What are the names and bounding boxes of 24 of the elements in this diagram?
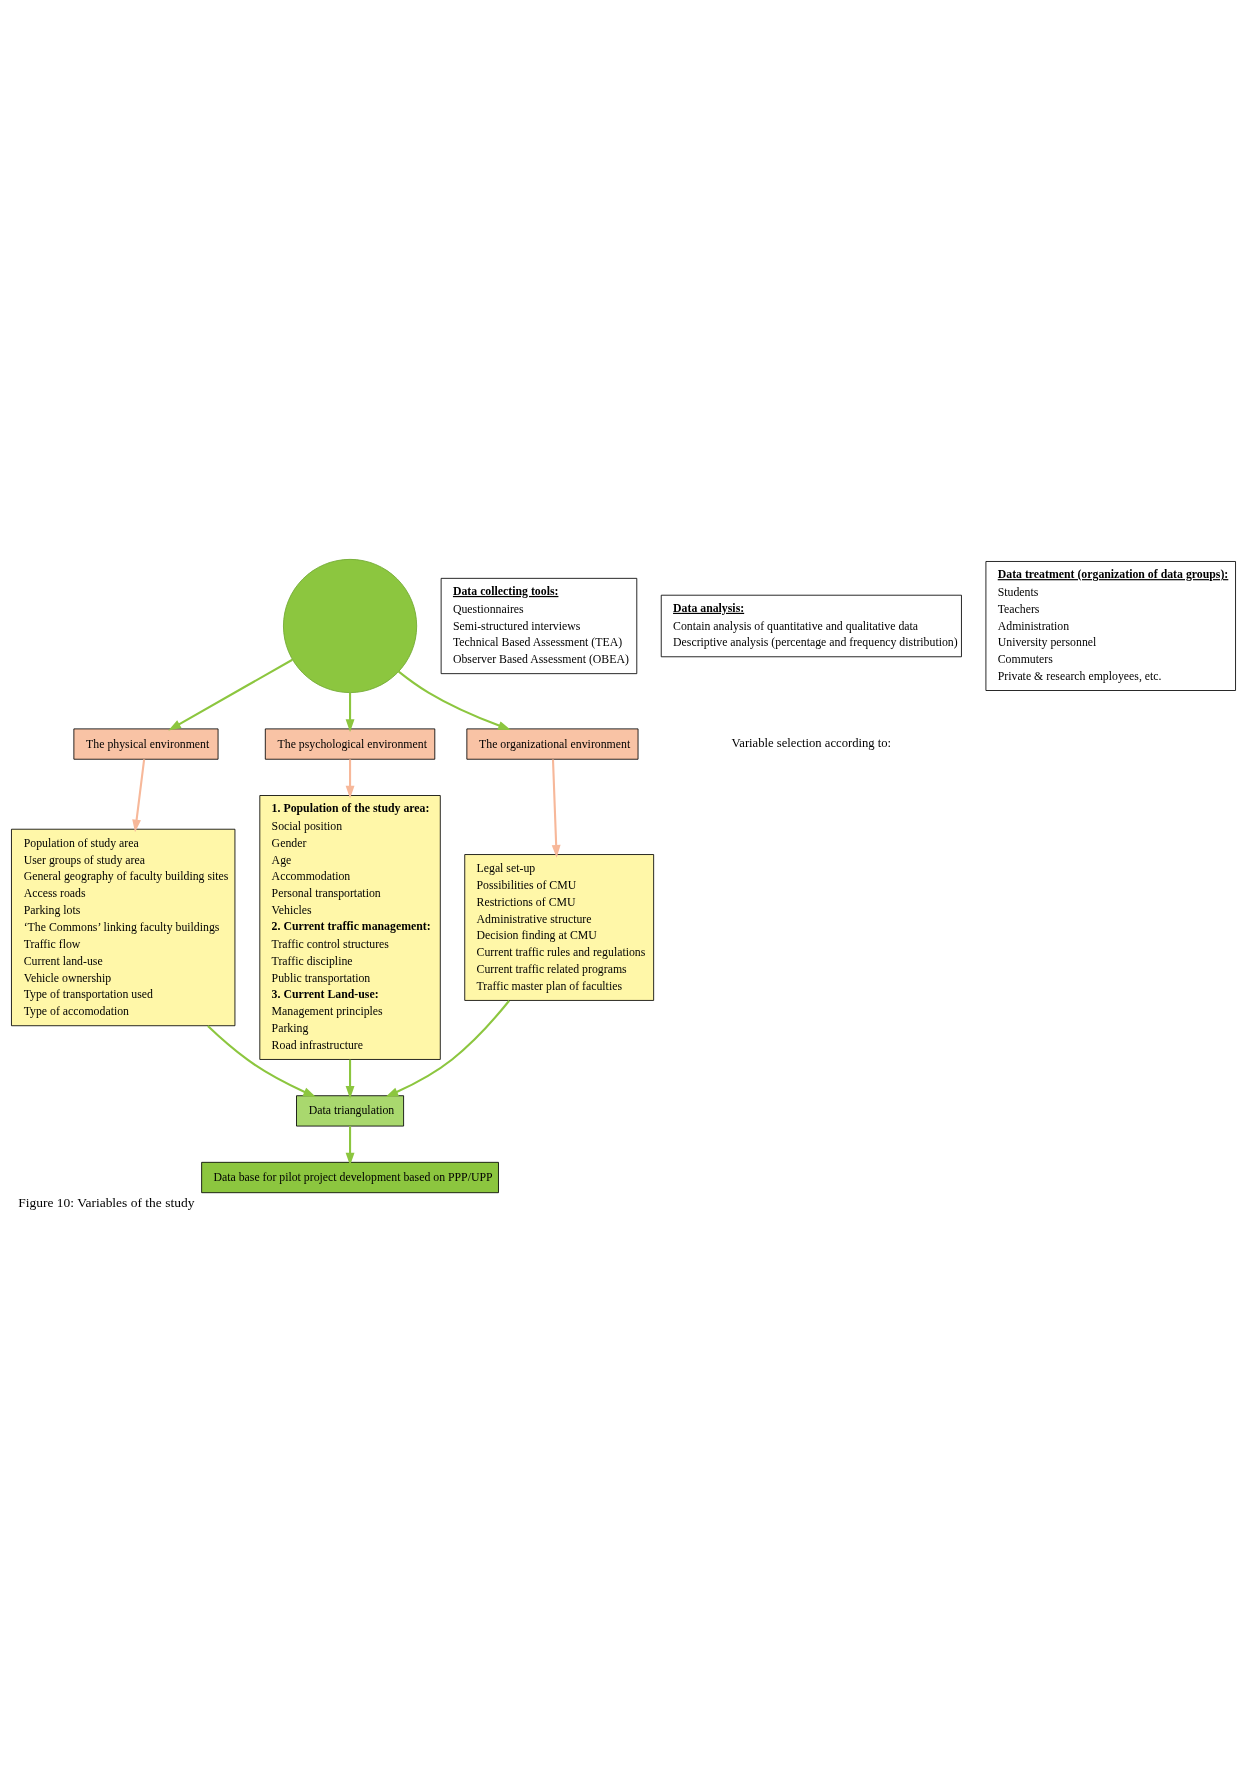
node-box: Data collecting tools: Questionnaires Semi-structured interviews Technical Based Assessment (TEA) Observer Based Assessment (OBEA) [440, 577, 638, 674]
node-box: Data treatment (organization of data groups): Students Teachers Administration University personnel Commuters Private & research employees, etc. [985, 560, 1236, 691]
arrow [385, 999, 510, 1097]
node-circle [283, 558, 418, 693]
arrow [345, 1125, 355, 1165]
arrow [551, 758, 561, 858]
node-box: Data triangulation [296, 1094, 405, 1126]
arrow [345, 758, 355, 798]
node-box: The physical environment [73, 727, 219, 760]
arrow [398, 670, 511, 730]
arrow [345, 692, 355, 732]
arrow [207, 1024, 316, 1097]
node-box: Legal set-up Possibilities of CMU Restrictions of CMU Administrative structure Decision finding at CMU Current traffic rules and regulations Current traffic related programs Traffic master plan of faculties [464, 853, 655, 1001]
arrow [168, 658, 293, 730]
node-box: The organizational environment [466, 727, 639, 760]
node-box: The psychological environment [264, 727, 436, 760]
caption: Figure 10: Variables of the study [18, 1194, 195, 1210]
node-box: Data base for pilot project development based on PPP/UPP [201, 1161, 499, 1193]
arrow [132, 758, 146, 832]
label: Variable selection according to: [731, 735, 892, 750]
arrow [345, 1059, 355, 1099]
node-box: Data analysis: Contain analysis of quantitative and qualitative data Descriptive analysis (percentage and frequency distribution) [660, 594, 962, 657]
node-box: Population of study area User groups of study area General geography of faculty building sites Access roads Parking lots ‘The Commons’ linking faculty buildings Traffic flow Current land-use Vehicle ownership Type of transportation used Type of accomodation [11, 828, 236, 1026]
node-box: 1. Population of the study area: Social position Gender Age Accommodation Personal transportation Vehicles 2. Current traffic management: Traffic control structures Traffic discipline Public transportation 3. Current Land-use: Management principles Parking Road infrastructure [259, 794, 441, 1060]
